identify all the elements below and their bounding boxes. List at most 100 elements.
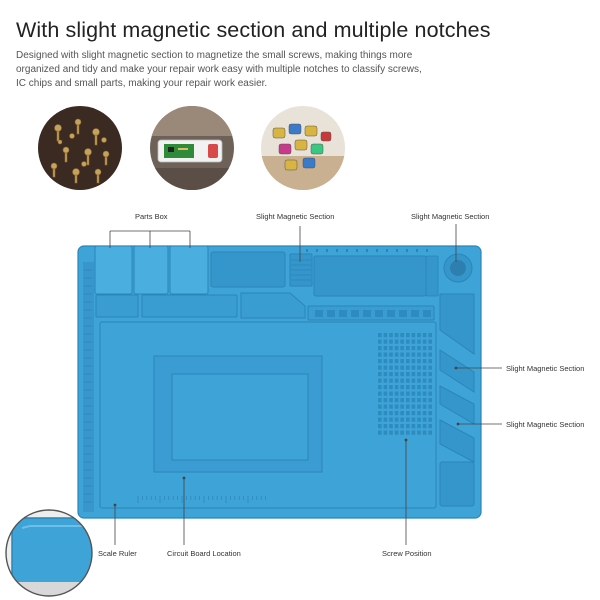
screw-slot xyxy=(378,430,382,435)
screw-slot xyxy=(422,365,427,370)
screw-slot xyxy=(417,417,421,422)
screw-slot xyxy=(394,346,399,351)
screw-slot xyxy=(389,339,393,344)
screw-slot xyxy=(406,411,410,416)
screw-slot xyxy=(378,411,382,416)
screw-slot xyxy=(383,352,388,357)
screw-slot xyxy=(428,404,432,409)
screw-slot xyxy=(422,404,427,409)
screw-slot xyxy=(383,378,388,383)
screw-slot xyxy=(400,411,404,416)
screws-photo xyxy=(38,106,122,190)
screw-slot xyxy=(406,391,410,396)
screw-slot xyxy=(406,378,410,383)
label-magnetic-top-right: Slight Magnetic Section xyxy=(411,212,490,221)
screw-slot xyxy=(383,339,388,344)
screw-slot xyxy=(411,424,416,429)
screw-slot xyxy=(383,359,388,364)
screw-slot xyxy=(400,391,404,396)
screw-slot xyxy=(422,339,427,344)
screw-slot xyxy=(406,417,410,422)
screw-slot xyxy=(417,424,421,429)
screw-slot xyxy=(422,359,427,364)
label-magnetic-right-1: Slight Magnetic Section xyxy=(506,364,585,373)
screw-slot xyxy=(389,391,393,396)
screw-slot xyxy=(378,365,382,370)
screw-slot xyxy=(394,372,399,377)
screw-slot xyxy=(389,385,393,390)
screw-slot xyxy=(406,424,410,429)
screw-slot xyxy=(417,385,421,390)
screw-slot xyxy=(383,411,388,416)
bottom-ruler xyxy=(137,496,266,503)
screw-slot xyxy=(389,404,393,409)
screw-slot xyxy=(383,430,388,435)
screw-slot xyxy=(422,372,427,377)
screw-slot xyxy=(422,378,427,383)
screw-slot xyxy=(411,398,416,403)
screw-slot xyxy=(383,417,388,422)
screw-slot xyxy=(411,385,416,390)
screw-slot xyxy=(378,352,382,357)
screw-slot xyxy=(378,372,382,377)
screw-slot xyxy=(417,430,421,435)
screw-slot xyxy=(411,411,416,416)
screw-slot xyxy=(428,398,432,403)
screw-slot xyxy=(400,346,404,351)
screw-slot xyxy=(411,339,416,344)
screw-slot xyxy=(406,404,410,409)
screw-slot xyxy=(422,333,427,338)
screw-slot xyxy=(394,359,399,364)
screw-slot xyxy=(400,404,404,409)
screw-slot xyxy=(394,365,399,370)
screw-slot xyxy=(389,417,393,422)
screw-slot xyxy=(400,365,404,370)
screw-slot xyxy=(389,352,393,357)
screw-slot xyxy=(428,346,432,351)
screw-slot xyxy=(400,372,404,377)
screw-slot xyxy=(428,372,432,377)
screw-slot xyxy=(383,404,388,409)
screw-slot xyxy=(394,385,399,390)
screw-slot xyxy=(400,417,404,422)
screw-slot xyxy=(411,391,416,396)
screw-slot xyxy=(389,424,393,429)
screw-slot xyxy=(400,385,404,390)
screw-slot xyxy=(400,430,404,435)
screw-slot xyxy=(417,365,421,370)
screw-slot xyxy=(394,352,399,357)
screw-slot xyxy=(394,430,399,435)
screw-slot xyxy=(428,352,432,357)
screw-slot xyxy=(406,346,410,351)
screw-slot xyxy=(428,359,432,364)
top-magnetic-stripes xyxy=(291,259,311,281)
screw-slot xyxy=(417,352,421,357)
screw-slot xyxy=(422,385,427,390)
screw-slot xyxy=(383,333,388,338)
screw-slot xyxy=(378,404,382,409)
label-magnetic-top-left: Slight Magnetic Section xyxy=(256,212,335,221)
screw-slot xyxy=(411,352,416,357)
screw-slot xyxy=(383,365,388,370)
screw-slot xyxy=(389,372,393,377)
screw-slot xyxy=(417,346,421,351)
screw-slot xyxy=(411,333,416,338)
screw-slot xyxy=(422,352,427,357)
screw-slot xyxy=(378,424,382,429)
screw-slot xyxy=(383,398,388,403)
screw-slot xyxy=(422,424,427,429)
screw-slot xyxy=(411,417,416,422)
screw-slot xyxy=(411,346,416,351)
screw-slot xyxy=(417,398,421,403)
screw-slot xyxy=(383,346,388,351)
screw-slot xyxy=(422,398,427,403)
screw-slot xyxy=(378,385,382,390)
label-circuit-board-location: Circuit Board Location xyxy=(167,549,241,558)
screw-slot xyxy=(422,346,427,351)
screw-slot xyxy=(389,365,393,370)
screw-grid xyxy=(378,333,432,435)
screw-slot xyxy=(400,378,404,383)
screw-slot xyxy=(422,417,427,422)
screw-slot xyxy=(378,359,382,364)
